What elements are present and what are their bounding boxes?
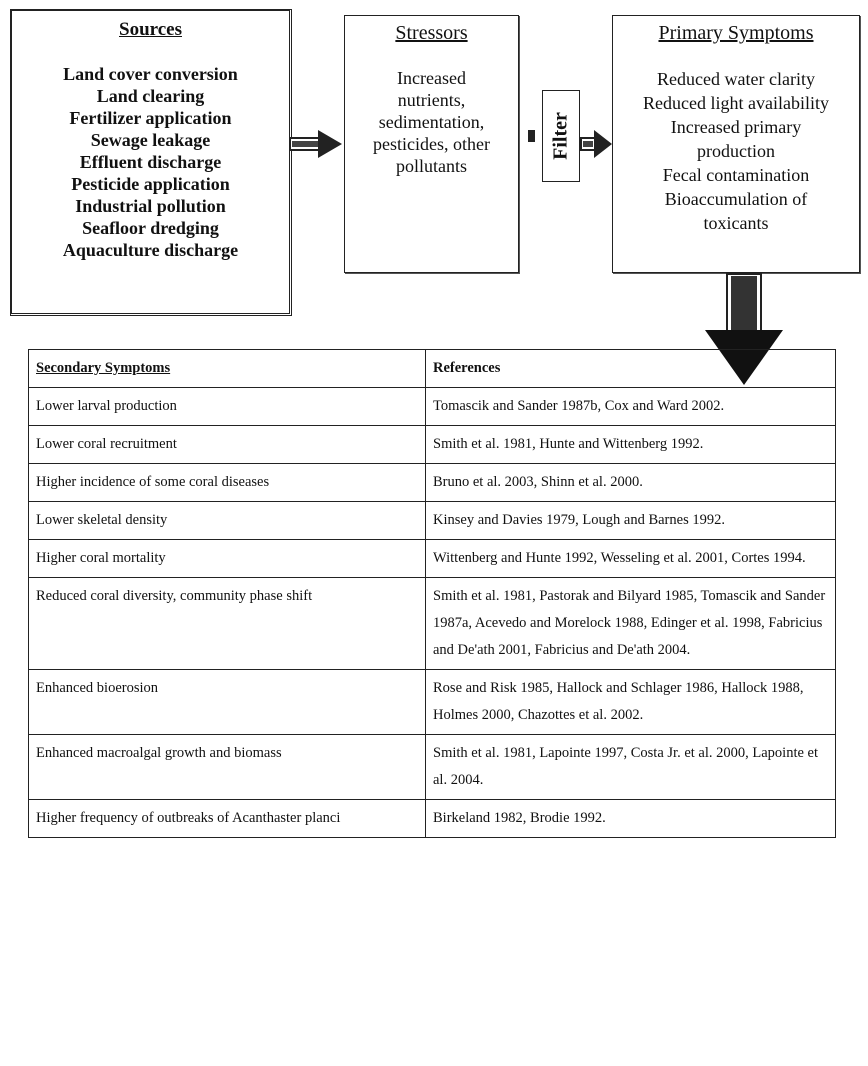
symptom-cell: Enhanced macroalgal growth and biomass: [28, 734, 426, 800]
primary-title: Primary Symptoms: [658, 22, 814, 44]
symptom-cell: Higher incidence of some coral diseases: [28, 463, 426, 502]
arrow-filter-to-primary: [580, 130, 612, 158]
source-item: Aquaculture discharge: [62, 240, 239, 260]
source-item: Sewage leakage: [90, 130, 211, 150]
arrow-sources-to-stressors: [289, 130, 342, 158]
table-row: Lower larval production Tomascik and San…: [28, 387, 836, 426]
stressor-line: pesticides, other: [373, 134, 490, 154]
primary-line: Increased primary: [670, 117, 802, 137]
symptom-cell: Higher coral mortality: [28, 539, 426, 578]
symptom-cell: Lower coral recruitment: [28, 425, 426, 464]
table-row: Enhanced bioerosion Rose and Risk 1985, …: [28, 669, 836, 735]
symptom-cell: Lower skeletal density: [28, 501, 426, 540]
source-item: Pesticide application: [71, 174, 230, 194]
header-references: References: [425, 349, 836, 388]
table-row: Enhanced macroalgal growth and biomass S…: [28, 734, 836, 800]
sources-title: Sources: [119, 19, 182, 40]
header-secondary-symptoms: Secondary Symptoms: [28, 349, 426, 388]
primary-line: Reduced light availability: [643, 93, 829, 113]
symptom-cell: Higher frequency of outbreaks of Acantha…: [28, 799, 426, 838]
filter-box: Filter: [542, 90, 580, 182]
stressors-title: Stressors: [395, 22, 468, 44]
primary-line: Fecal contamination: [662, 165, 810, 185]
table-row: Reduced coral diversity, community phase…: [28, 577, 836, 670]
primary-line: production: [697, 141, 775, 161]
stressor-line: pollutants: [396, 156, 467, 176]
source-item: Effluent discharge: [79, 152, 222, 172]
sources-box: Sources Land cover conversion Land clear…: [10, 9, 292, 316]
stressor-line: sedimentation,: [378, 112, 485, 132]
source-item: Fertilizer application: [69, 108, 232, 128]
table-row: Higher frequency of outbreaks of Acantha…: [28, 799, 836, 838]
source-item: Land clearing: [96, 86, 205, 106]
primary-line: Reduced water clarity: [657, 69, 815, 89]
reference-cell: Rose and Risk 1985, Hallock and Schlager…: [425, 669, 836, 735]
reference-cell: Bruno et al. 2003, Shinn et al. 2000.: [425, 463, 836, 502]
reference-cell: Smith et al. 1981, Hunte and Wittenberg …: [425, 425, 836, 464]
stressors-box: Stressors Increased nutrients, sedimenta…: [344, 15, 519, 273]
primary-line: Bioaccumulation of: [664, 189, 808, 209]
table-row: Higher incidence of some coral diseases …: [28, 463, 836, 502]
filter-connector: [528, 130, 535, 142]
source-item: Seafloor dredging: [82, 218, 219, 238]
table-row: Lower skeletal density Kinsey and Davies…: [28, 501, 836, 540]
table-row: Higher coral mortality Wittenberg and Hu…: [28, 539, 836, 578]
stressor-line: nutrients,: [397, 90, 466, 110]
reference-cell: Smith et al. 1981, Lapointe 1997, Costa …: [425, 734, 836, 800]
primary-line: toxicants: [703, 213, 769, 233]
source-item: Industrial pollution: [75, 196, 226, 216]
reference-cell: Birkeland 1982, Brodie 1992.: [425, 799, 836, 838]
symptom-cell: Reduced coral diversity, community phase…: [28, 577, 426, 670]
table-row: Lower coral recruitment Smith et al. 198…: [28, 425, 836, 464]
secondary-symptoms-table: Secondary Symptoms References Lower larv…: [28, 349, 836, 838]
symptom-cell: Lower larval production: [28, 387, 426, 426]
primary-symptoms-box: Primary Symptoms Reduced water clarity R…: [612, 15, 860, 273]
reference-cell: Wittenberg and Hunte 1992, Wesseling et …: [425, 539, 836, 578]
stressor-line: Increased: [397, 68, 466, 88]
symptom-cell: Enhanced bioerosion: [28, 669, 426, 735]
filter-label: Filter: [549, 112, 572, 160]
reference-cell: Tomascik and Sander 1987b, Cox and Ward …: [425, 387, 836, 426]
reference-cell: Smith et al. 1981, Pastorak and Bilyard …: [425, 577, 836, 670]
reference-cell: Kinsey and Davies 1979, Lough and Barnes…: [425, 501, 836, 540]
source-item: Land cover conversion: [63, 64, 238, 84]
table-header-row: Secondary Symptoms References: [28, 349, 836, 388]
